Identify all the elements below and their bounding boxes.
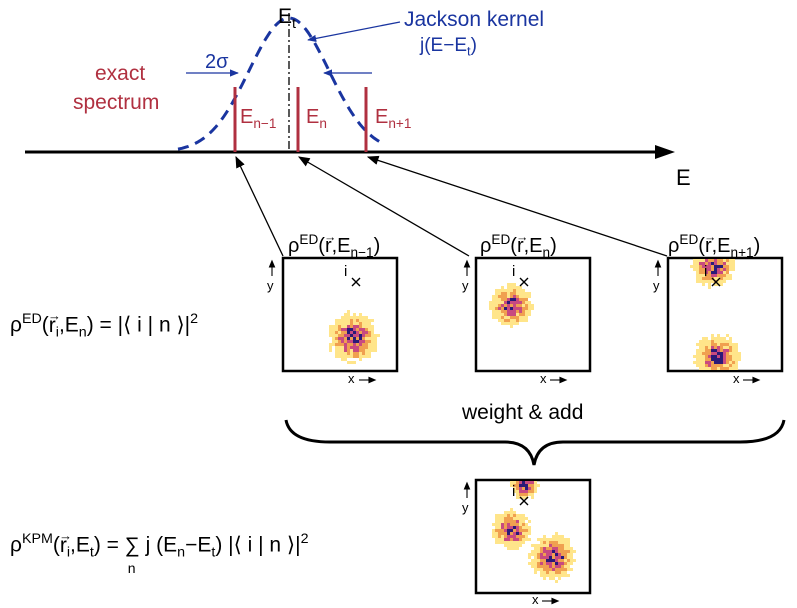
level-label-n: En <box>306 106 327 131</box>
x-label-2: x <box>540 371 547 386</box>
panel-title-n: ρED(r,En) <box>480 231 557 260</box>
weight-add-brace <box>284 419 786 466</box>
et-label: Et <box>278 5 296 32</box>
kernel-label-line1: Jackson kernel <box>404 8 545 31</box>
axis-indicators <box>268 259 761 605</box>
arrow-to-level-n-plus-1 <box>366 155 668 257</box>
site-markers <box>351 277 721 506</box>
sigma-label: 2σ <box>205 51 229 73</box>
energy-axis-label: E <box>676 165 691 190</box>
site-label-2: i <box>512 263 516 280</box>
x-label-4: x <box>532 592 539 607</box>
kernel-pointer <box>307 21 401 42</box>
ed-formula: ρED(ri,En) = |⟨ i | n ⟩|2 <box>10 309 198 340</box>
panel-title-n-plus-1: ρED(r,En+1) <box>668 231 760 260</box>
x-label-1: x <box>348 371 355 386</box>
panel-title-n-minus-1: ρED(r,En−1) <box>288 231 380 260</box>
weight-add-label: weight & add <box>462 401 584 424</box>
jackson-kernel-curve <box>177 16 385 151</box>
x-label-3: x <box>733 371 740 386</box>
level-label-n-minus-1: En−1 <box>240 106 277 131</box>
exact-label-line1: exact <box>95 62 146 85</box>
y-label-3: y <box>653 278 660 293</box>
y-label-4: y <box>462 500 469 515</box>
level-label-n-plus-1: En+1 <box>375 106 412 131</box>
kernel-label-line2: j(E−Et) <box>420 35 477 59</box>
energy-axis-arrowhead <box>655 145 675 159</box>
y-label-2: y <box>462 278 469 293</box>
arrow-to-level-n <box>297 156 470 257</box>
density-maps <box>329 259 741 583</box>
exact-label-line2: spectrum <box>73 91 160 114</box>
site-label-1: i <box>344 263 348 280</box>
site-label-3: i <box>704 263 708 280</box>
arrow-to-level-n-minus-1 <box>235 155 284 257</box>
kpm-formula: ρKPM(ri,Et) = ∑n j (En−Et) |⟨ i | n ⟩|2 <box>10 529 309 574</box>
y-label-1: y <box>267 278 274 293</box>
site-label-4: i <box>512 483 516 500</box>
